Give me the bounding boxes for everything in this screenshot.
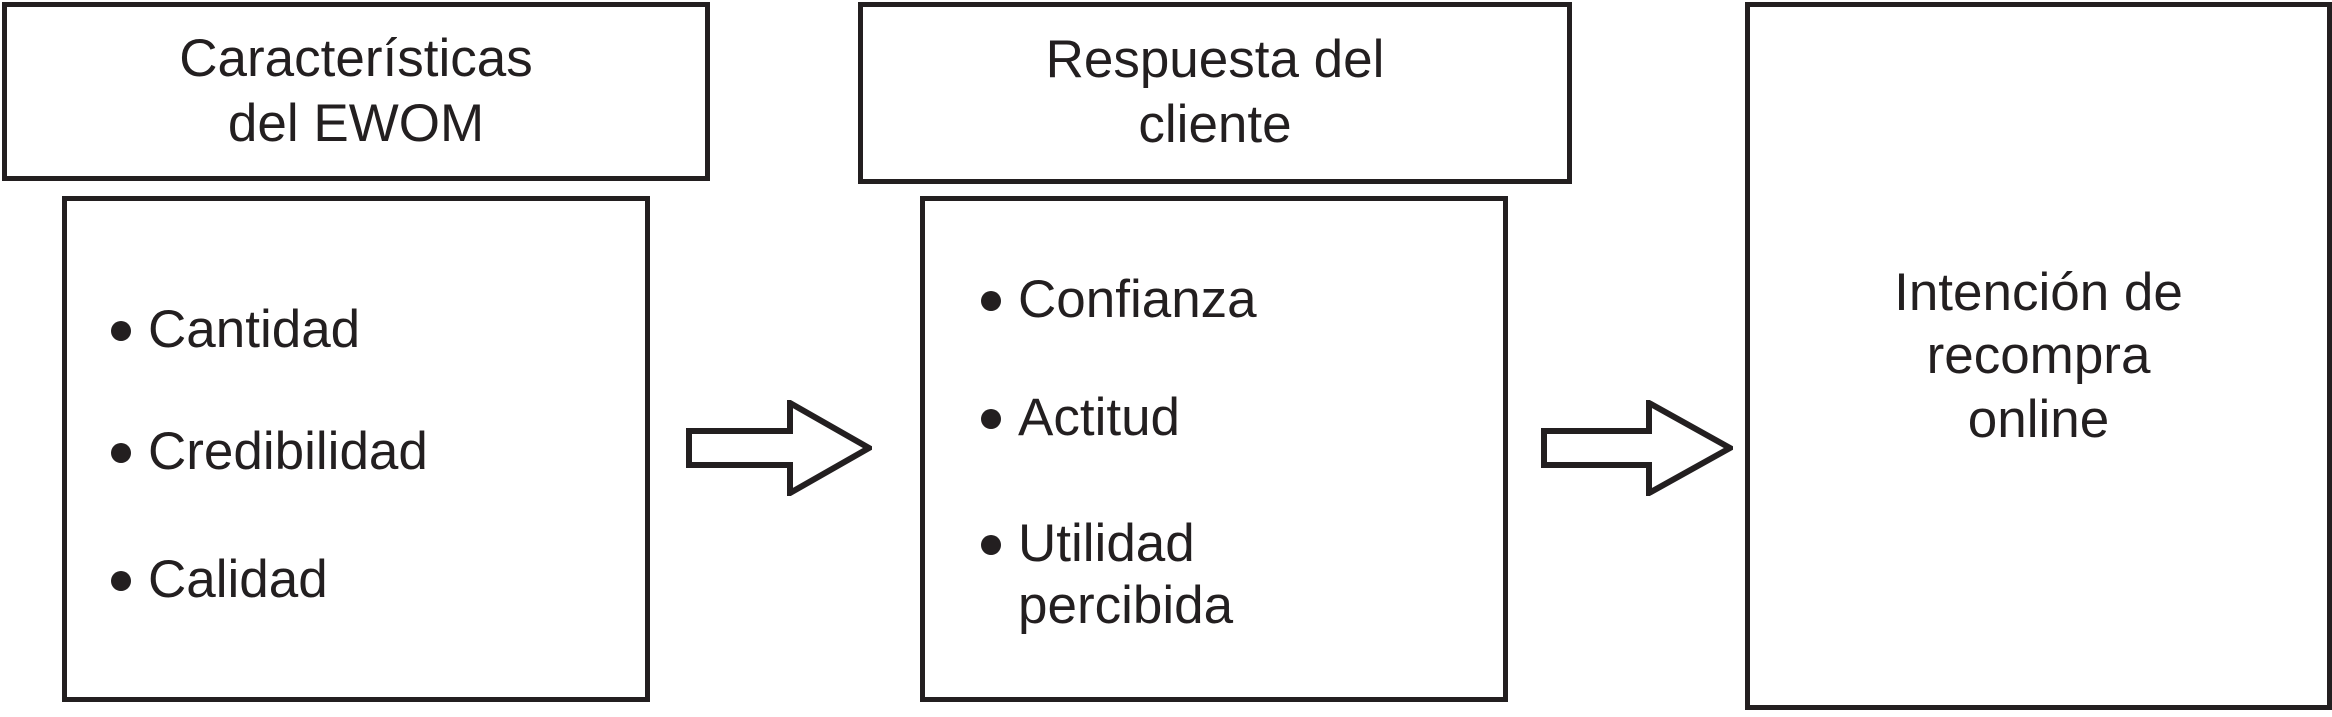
respuesta-header-label: Respuesta del cliente <box>1045 30 1385 154</box>
respuesta-bullet-list: Confianza Actitud Utilidad percibida <box>925 201 1503 697</box>
ewom-item-label-0: Cantidad <box>148 300 361 359</box>
bullet-dot-icon <box>111 321 131 341</box>
list-item: Actitud <box>981 387 1180 449</box>
arrow-right-icon <box>1541 400 1733 496</box>
list-item: Credibilidad <box>111 421 428 483</box>
arrow-right-icon <box>686 400 872 496</box>
intencion-box: Intención de recompra online <box>1745 2 2332 710</box>
intencion-label: Intención de recompra online <box>1894 262 2183 449</box>
list-item: Utilidad percibida <box>981 513 1233 637</box>
bullet-dot-icon <box>981 291 1001 311</box>
respuesta-item-label-2: Utilidad percibida <box>1018 514 1234 635</box>
respuesta-item-label-1: Actitud <box>1018 388 1181 447</box>
list-item: Cantidad <box>111 299 360 361</box>
ewom-body-box: Cantidad Credibilidad Calidad <box>62 196 650 702</box>
bullet-dot-icon <box>981 409 1001 429</box>
list-item: Calidad <box>111 549 328 611</box>
ewom-item-label-2: Calidad <box>148 550 328 609</box>
list-item: Confianza <box>981 269 1257 331</box>
respuesta-header-box: Respuesta del cliente <box>858 2 1572 184</box>
ewom-bullet-list: Cantidad Credibilidad Calidad <box>67 201 645 697</box>
ewom-header-box: Características del EWOM <box>2 2 710 181</box>
bullet-dot-icon <box>981 535 1001 555</box>
bullet-dot-icon <box>111 443 131 463</box>
respuesta-body-box: Confianza Actitud Utilidad percibida <box>920 196 1508 702</box>
respuesta-item-label-0: Confianza <box>1018 270 1257 329</box>
bullet-dot-icon <box>111 571 131 591</box>
ewom-item-label-1: Credibilidad <box>148 422 428 481</box>
ewom-header-label: Características del EWOM <box>179 28 533 153</box>
